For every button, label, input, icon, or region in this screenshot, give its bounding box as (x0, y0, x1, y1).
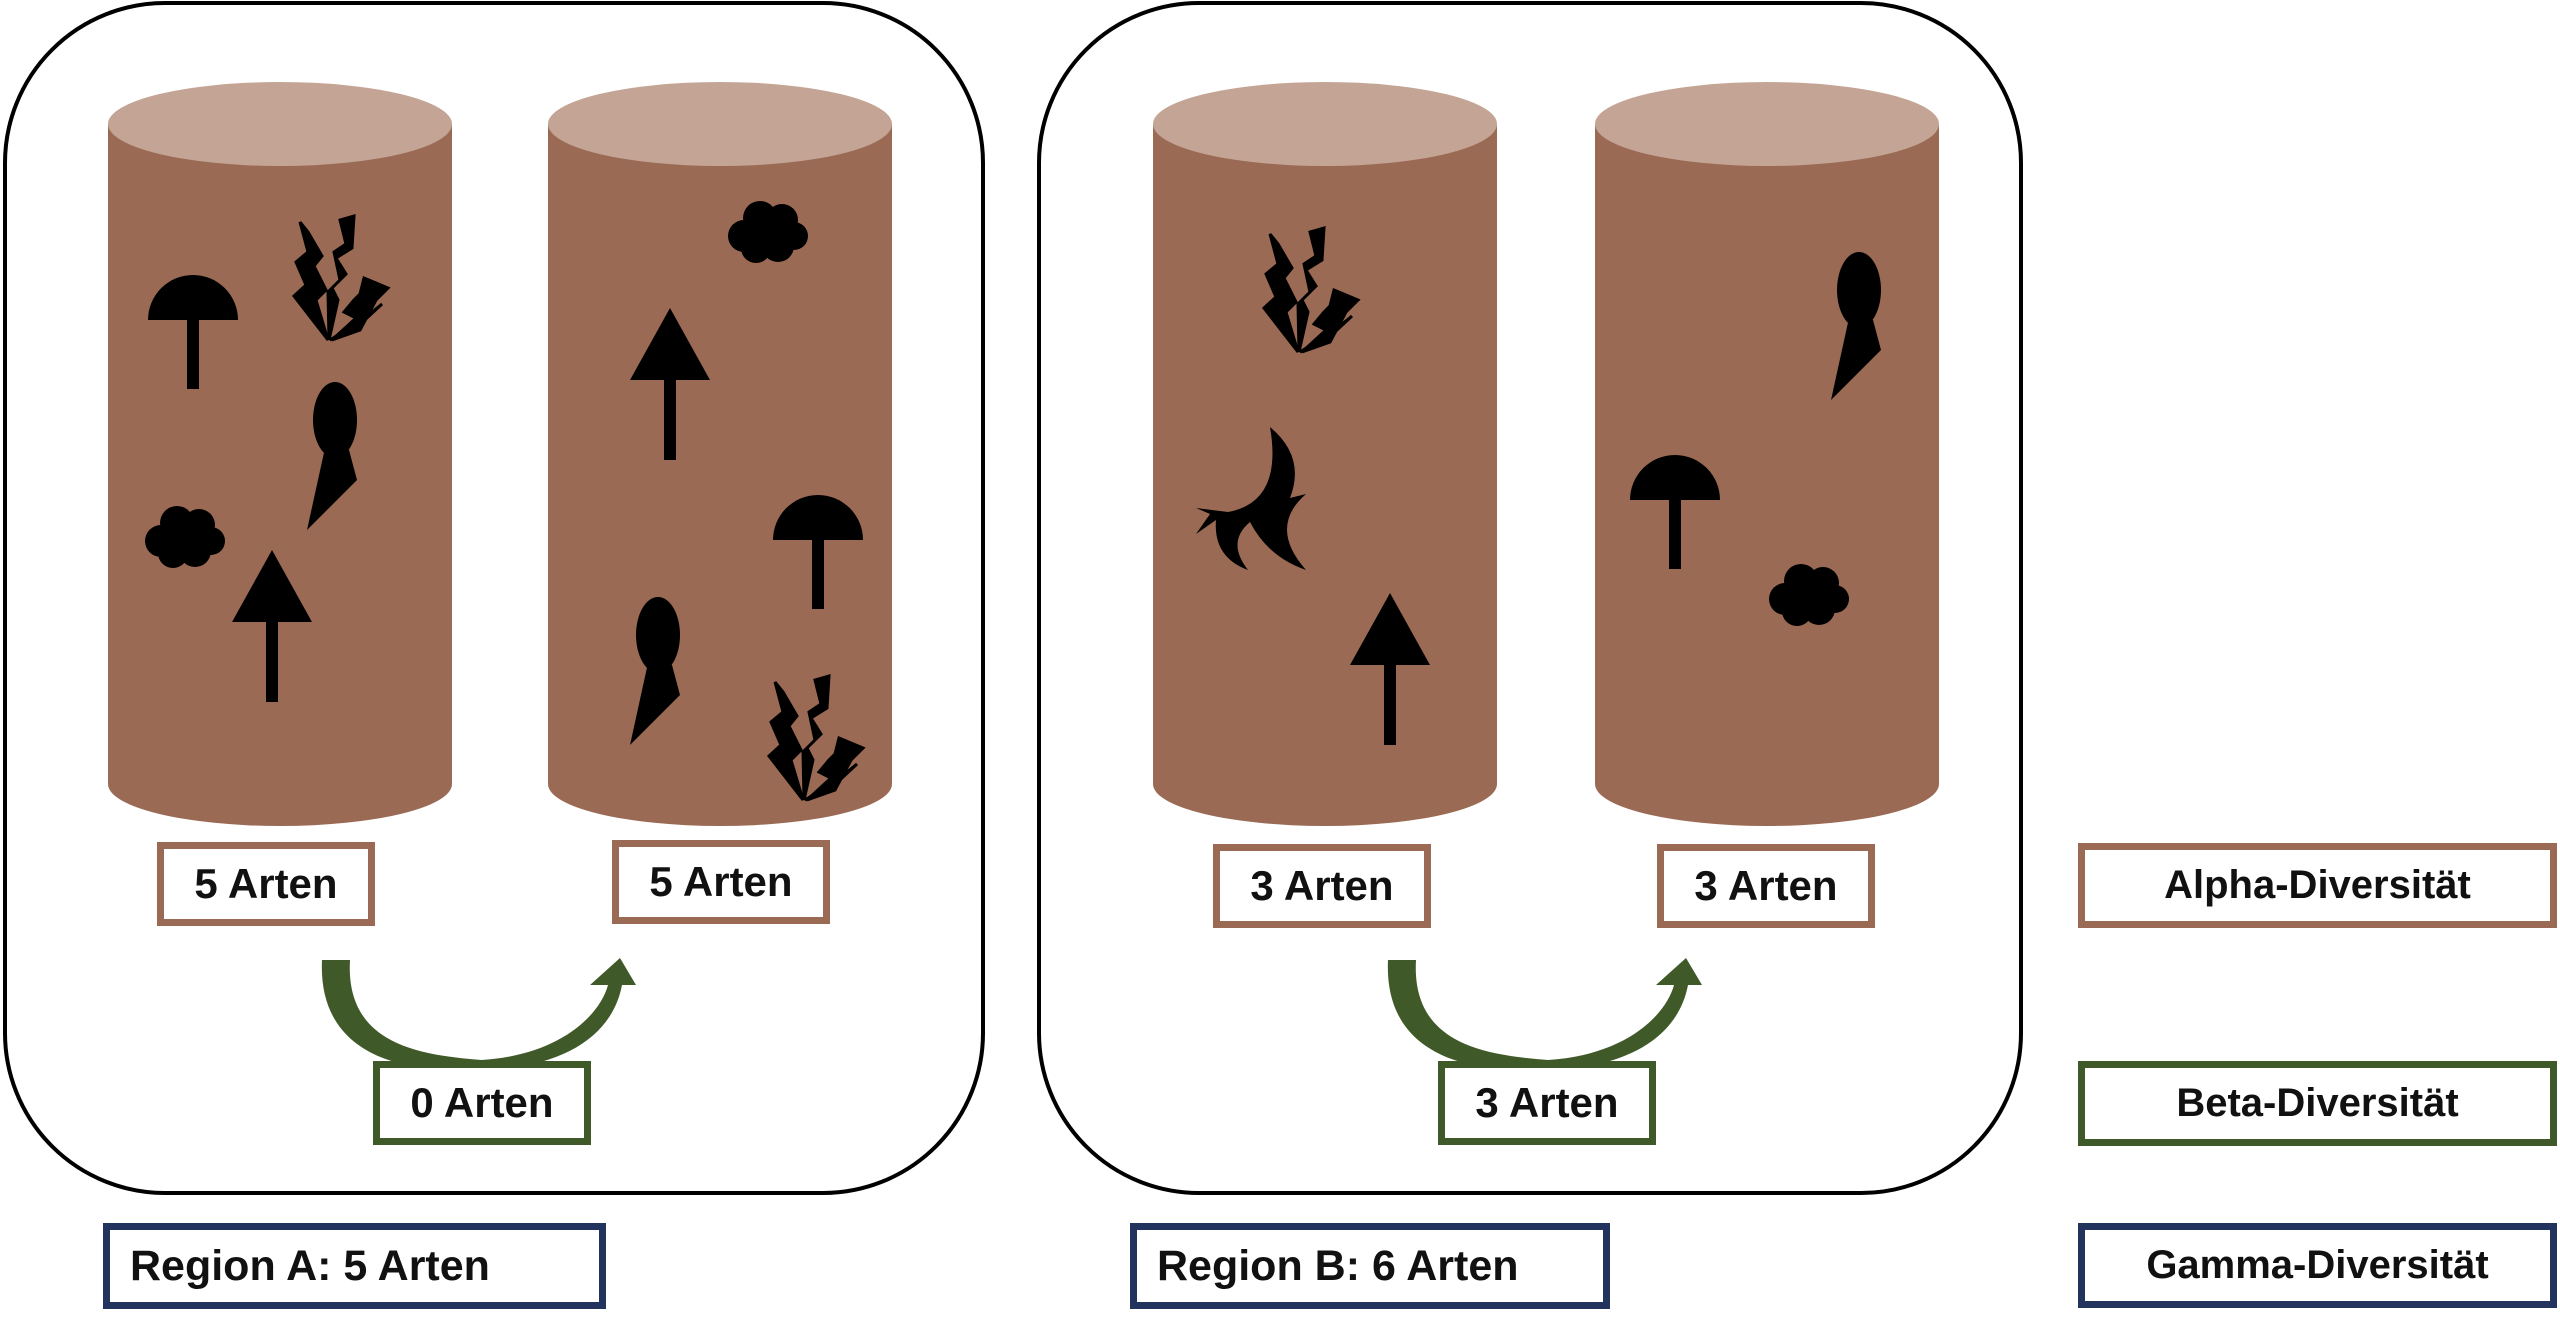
gamma-label-region-b: Region B: 6 Arten (1130, 1223, 1610, 1309)
log-top (1153, 82, 1497, 166)
legend-beta: Beta-Diversität (2078, 1061, 2557, 1146)
beta-arrow-region-a (321, 958, 636, 1071)
log-region-b-2 (1595, 82, 1939, 826)
alpha-label-region-a-log-2: 5 Arten (612, 840, 830, 924)
log-top (548, 82, 892, 166)
beta-label-region-b: 3 Arten (1438, 1061, 1656, 1145)
beta-label-region-a: 0 Arten (373, 1061, 591, 1145)
log-region-a-2 (548, 82, 892, 826)
legend-gamma: Gamma-Diversität (2078, 1223, 2557, 1308)
alpha-label-region-b-log-1: 3 Arten (1213, 844, 1431, 928)
beta-arrow-region-b (1387, 958, 1702, 1071)
log-top (108, 82, 452, 166)
alpha-label-region-a-log-1: 5 Arten (157, 842, 375, 926)
legend-alpha: Alpha-Diversität (2078, 843, 2557, 928)
log-top (1595, 82, 1939, 166)
log-region-a-1 (108, 82, 452, 826)
gamma-label-region-a: Region A: 5 Arten (103, 1223, 606, 1309)
log-region-b-1 (1153, 82, 1497, 826)
alpha-label-region-b-log-2: 3 Arten (1657, 844, 1875, 928)
